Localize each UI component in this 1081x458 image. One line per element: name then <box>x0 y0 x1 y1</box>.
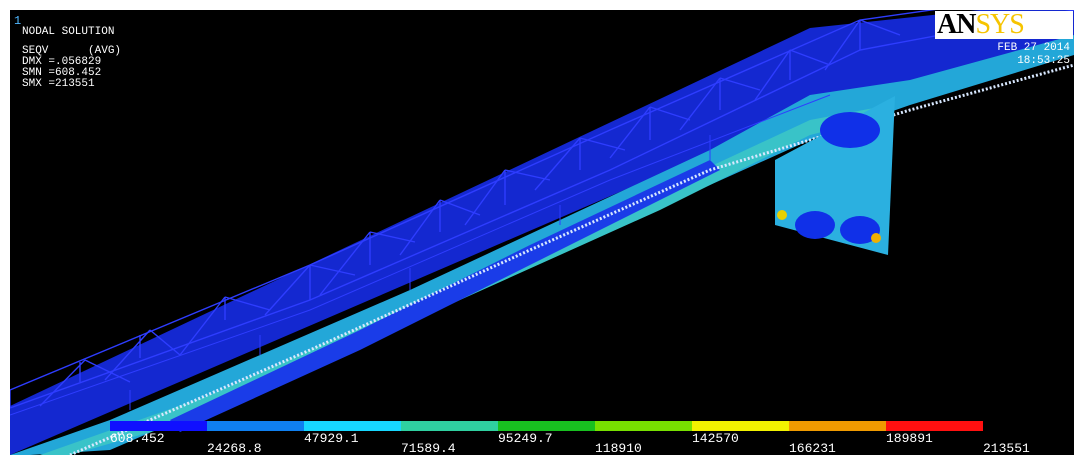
result-item-label: SEQV (AVG) <box>22 45 122 57</box>
legend-upper-label: 95249.7 <box>498 431 553 446</box>
date-label: FEB 27 2014 <box>997 42 1070 54</box>
legend-lower-label: 213551 <box>983 441 1030 455</box>
contour-legend-bar <box>110 421 983 431</box>
legend-color-2 <box>304 421 401 431</box>
result-info-block: 1 NODAL SOLUTION SEQV (AVG) DMX =.056829… <box>14 15 122 90</box>
legend-color-6 <box>692 421 789 431</box>
support-low-stress-zone-2 <box>795 211 835 239</box>
legend-lower-label: 166231 <box>789 441 836 455</box>
logo-text-sys: SYS <box>975 10 1024 40</box>
legend-color-4 <box>498 421 595 431</box>
ansys-logo: ANSYS <box>935 11 1073 39</box>
legend-upper-label: 189891 <box>886 431 933 446</box>
legend-color-8 <box>886 421 983 431</box>
fea-model-render <box>10 10 1074 455</box>
lower-wire-edges <box>10 94 831 416</box>
legend-color-3 <box>401 421 498 431</box>
legend-color-5 <box>595 421 692 431</box>
legend-upper-label: 608.452 <box>110 431 165 446</box>
smn-value: SMN =608.452 <box>22 67 102 79</box>
dmx-value: DMX =.056829 <box>22 56 102 68</box>
support-low-stress-zone-3 <box>840 216 880 244</box>
logo-text-an: AN <box>937 10 976 40</box>
beam-flange-edge <box>69 63 1074 455</box>
support-hot-spot-2 <box>871 233 881 243</box>
legend-lower-label: 118910 <box>595 441 642 455</box>
legend-upper-label: 47929.1 <box>304 431 359 446</box>
smx-value: SMX =213551 <box>22 78 95 90</box>
legend-lower-label: 71589.4 <box>401 441 456 455</box>
support-low-stress-zone-1 <box>820 112 880 148</box>
timestamp: FEB 27 2014 18:53:25 <box>997 42 1070 68</box>
plot-title: NODAL SOLUTION <box>22 26 115 38</box>
truss-wireframe <box>10 10 1074 409</box>
support-hot-spot-1 <box>777 210 787 220</box>
beam-top-surface <box>10 10 1074 455</box>
legend-upper-label: 142570 <box>692 431 739 446</box>
time-label: 18:53:25 <box>1017 55 1070 67</box>
legend-color-1 <box>207 421 304 431</box>
legend-color-7 <box>789 421 886 431</box>
legend-lower-label: 24268.8 <box>207 441 262 455</box>
window-number: 1 <box>14 14 22 28</box>
graphics-viewport[interactable]: 1 NODAL SOLUTION SEQV (AVG) DMX =.056829… <box>10 10 1074 455</box>
legend-color-0 <box>110 421 207 431</box>
